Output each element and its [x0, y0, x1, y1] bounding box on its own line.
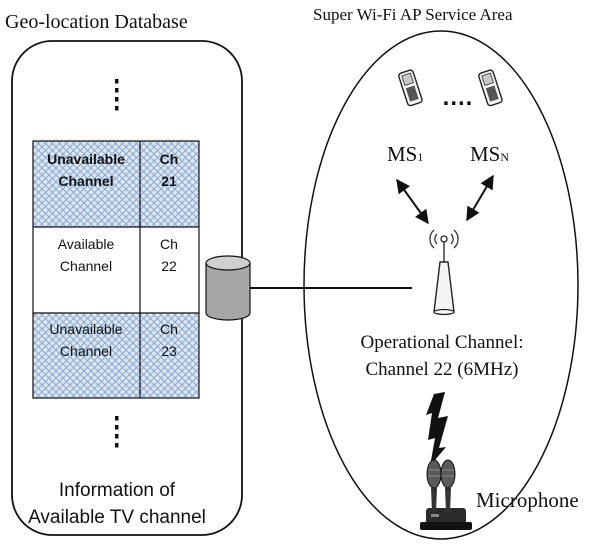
channel-23-number: 23	[161, 343, 177, 359]
mobile-phone-icon	[478, 69, 503, 107]
ms1-ap-link-arrow	[396, 178, 429, 225]
access-point-antenna-icon	[429, 229, 459, 316]
ms-first-label: MS1	[387, 142, 423, 166]
channel-23-status-line1: Unavailable	[49, 321, 122, 337]
channel-22-ch-label: Ch	[160, 236, 178, 252]
database-caption-line1: Information of	[59, 480, 176, 501]
operational-channel-line2: Channel 22 (6MHz)	[365, 359, 518, 380]
channel-row-22-fill	[33, 227, 199, 313]
database-cylinder-icon	[205, 255, 251, 321]
channel-22-status-line1: Available	[58, 236, 115, 252]
channel-21-status-line1: Unavailable	[47, 151, 125, 167]
more-channels-above-dots	[115, 79, 119, 111]
channel-22-status-line2: Channel	[60, 258, 112, 274]
more-channels-below-dots	[115, 416, 119, 448]
mobile-phone-icon	[398, 69, 423, 107]
operational-channel-line1: Operational Channel:	[360, 332, 523, 353]
channel-23-ch-label: Ch	[160, 321, 178, 337]
lightning-bolt-icon	[426, 392, 448, 466]
channel-row-21-fill	[33, 141, 199, 227]
channel-21-number: 21	[161, 173, 177, 189]
database-caption-line2: Available TV channel	[28, 507, 206, 528]
service-area-boundary	[303, 30, 579, 540]
ms-ellipsis: ....	[443, 84, 474, 111]
channel-21-status-line2: Channel	[58, 173, 113, 189]
database-title: Geo-location Database	[5, 11, 188, 33]
channel-23-status-line2: Channel	[60, 343, 112, 359]
channel-table: Unavailable Channel Ch 21 Available Chan…	[32, 140, 200, 399]
ms-last-label: MSN	[470, 142, 509, 166]
service-area-title: Super Wi-Fi AP Service Area	[313, 5, 513, 24]
channel-row-23-fill	[33, 313, 199, 398]
channel-22-number: 22	[161, 258, 177, 274]
msn-ap-link-arrow	[466, 174, 494, 222]
channel-21-ch-label: Ch	[160, 151, 179, 167]
microphone-icon	[420, 459, 472, 530]
microphone-label: Microphone	[476, 488, 579, 512]
